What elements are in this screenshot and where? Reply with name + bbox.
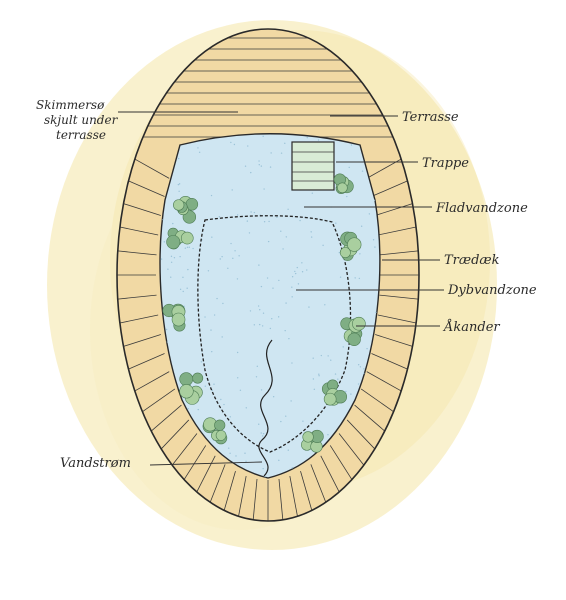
label-skimmer-line2: skjult under <box>44 113 119 127</box>
label-skimmer-line1: Skimmersø <box>36 98 105 112</box>
deck-planks <box>117 158 419 521</box>
water-current-line <box>258 339 273 477</box>
water-lily-cluster <box>202 417 228 445</box>
water-lily-cluster <box>166 227 194 250</box>
water-lilies <box>162 173 366 453</box>
pond-outer-outline <box>116 28 420 522</box>
label-dybvandzone: Dybvandzone <box>447 283 537 298</box>
label-terrasse: Terrasse <box>402 110 459 125</box>
water-lily-cluster <box>333 173 354 194</box>
label-fladvandzone: Fladvandzone <box>435 201 528 216</box>
water-lily-cluster <box>301 429 324 453</box>
water-lily-cluster <box>339 231 362 261</box>
label-akander: Åkander <box>442 319 500 335</box>
water-lily-cluster <box>173 195 199 224</box>
stairs <box>291 141 335 191</box>
label-vandstrom: Vandstrøm <box>60 456 131 471</box>
label-traedaek: Trædæk <box>444 253 500 268</box>
leader-lines <box>118 111 444 466</box>
water-lily-cluster <box>340 316 366 347</box>
water-lily-cluster <box>179 372 204 405</box>
label-trappe: Trappe <box>422 156 469 171</box>
water-lily-cluster <box>162 303 186 332</box>
water-lily-cluster <box>321 379 348 406</box>
deep-water-zone-outline <box>197 215 352 453</box>
label-skimmer-line3: terrasse <box>56 128 106 142</box>
